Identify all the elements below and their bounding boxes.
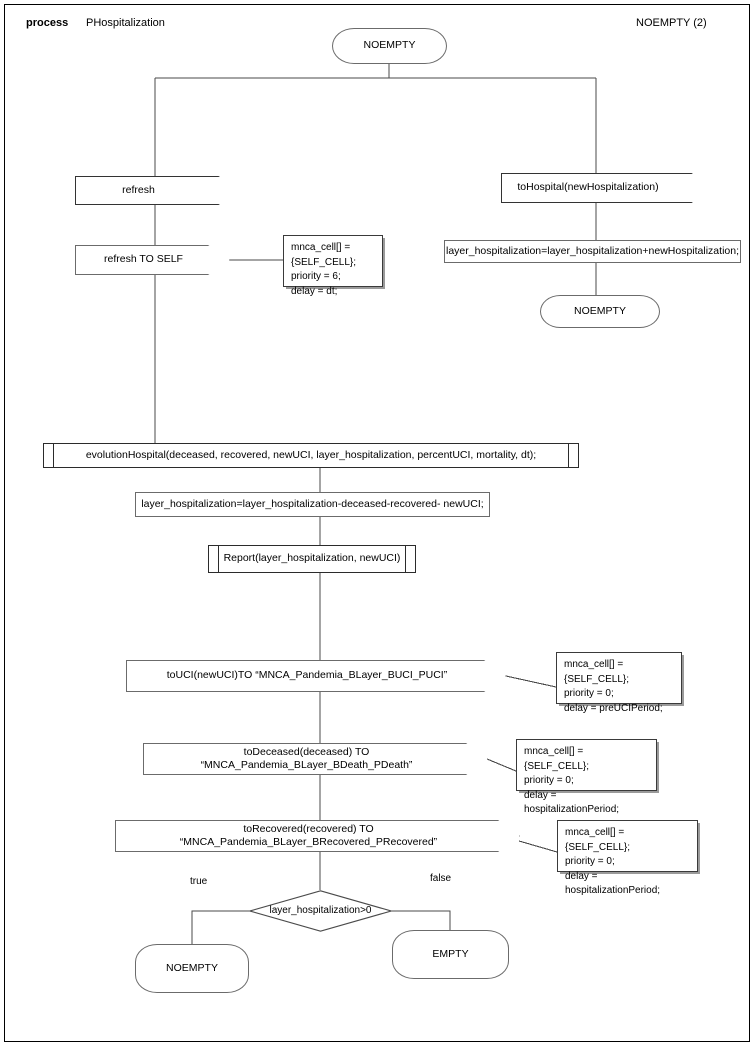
message-out-to-uci[interactable]: toUCI(newUCI)TO “MNCA_Pandemia_BLayer_BU…: [126, 660, 506, 692]
message-in-to-hospital-label: toHospital(newHospitalization): [517, 181, 659, 194]
decision-layer-hospitalization[interactable]: layer_hospitalization>0: [249, 890, 392, 932]
message-out-to-uci-label: toUCI(newUCI)TO “MNCA_Pandemia_BLayer_BU…: [166, 669, 448, 682]
message-out-to-recovered-label: toRecovered(recovered) TO “MNCA_Pandemia…: [179, 822, 438, 848]
process-subtract-hospitalization[interactable]: layer_hospitalization=layer_hospitalizat…: [135, 492, 490, 517]
terminal-branch-noempty-label: NOEMPTY: [574, 304, 626, 317]
message-in-refresh[interactable]: refresh: [75, 176, 220, 205]
process-state-label: NOEMPTY (2): [636, 17, 707, 29]
process-subtract-hospitalization-label: layer_hospitalization=layer_hospitalizat…: [141, 497, 484, 510]
message-out-to-deceased[interactable]: toDeceased(deceased) TO “MNCA_Pandemia_B…: [143, 743, 488, 775]
edge-label-false: false: [430, 873, 452, 884]
terminal-end-empty[interactable]: EMPTY: [392, 930, 509, 979]
message-out-refresh-to-self[interactable]: refresh TO SELF: [75, 245, 230, 275]
terminal-end-noempty[interactable]: NOEMPTY: [135, 944, 249, 993]
message-out-to-deceased-label: toDeceased(deceased) TO “MNCA_Pandemia_B…: [200, 745, 413, 771]
subroutine-evolution-hospital[interactable]: evolutionHospital(deceased, recovered, n…: [43, 443, 579, 468]
diagram-border: [4, 4, 750, 1042]
decision-label: layer_hospitalization>0: [269, 904, 372, 916]
subroutine-evolution-hospital-label: evolutionHospital(deceased, recovered, n…: [85, 448, 537, 461]
terminal-start-noempty-label: NOEMPTY: [363, 39, 416, 52]
process-add-hospitalization[interactable]: layer_hospitalization=layer_hospitalizat…: [444, 240, 741, 263]
subroutine-report-label: Report(layer_hospitalization, newUCI): [223, 552, 401, 565]
message-in-to-hospital[interactable]: toHospital(newHospitalization): [501, 173, 693, 203]
terminal-end-empty-label: EMPTY: [432, 947, 469, 960]
process-name: PHospitalization: [86, 17, 165, 29]
message-out-refresh-to-self-label: refresh TO SELF: [104, 253, 183, 266]
message-in-refresh-label: refresh: [122, 183, 155, 196]
note-to-recovered-params: mnca_cell[] = {SELF_CELL}; priority = 0;…: [557, 820, 698, 896]
edge-label-true: true: [190, 876, 208, 887]
subroutine-report[interactable]: Report(layer_hospitalization, newUCI): [208, 545, 416, 573]
terminal-end-noempty-label: NOEMPTY: [166, 961, 218, 974]
terminal-start-noempty[interactable]: NOEMPTY: [332, 28, 447, 64]
message-out-to-recovered[interactable]: toRecovered(recovered) TO “MNCA_Pandemia…: [115, 820, 520, 852]
terminal-branch-noempty[interactable]: NOEMPTY: [540, 295, 660, 328]
note-to-uci-params: mnca_cell[] = {SELF_CELL}; priority = 0;…: [556, 652, 682, 714]
process-add-hospitalization-label: layer_hospitalization=layer_hospitalizat…: [445, 244, 739, 257]
note-refresh-params: mnca_cell[] = {SELF_CELL}; priority = 6;…: [283, 235, 383, 297]
diamond-shape: [249, 890, 392, 932]
note-to-deceased-params: mnca_cell[] = {SELF_CELL}; priority = 0;…: [516, 739, 657, 815]
process-keyword: process: [26, 17, 69, 29]
